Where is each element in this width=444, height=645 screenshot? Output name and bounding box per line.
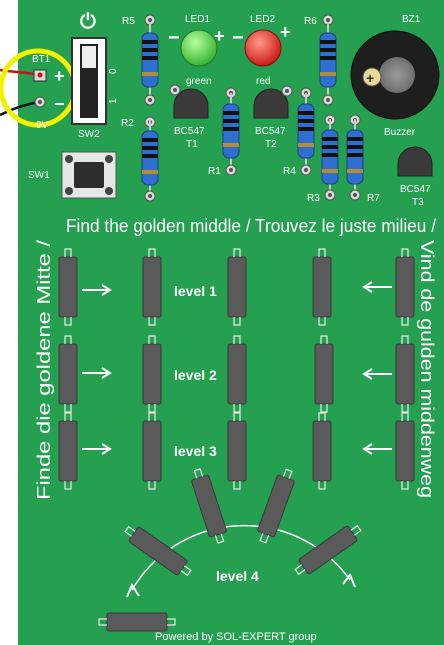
level1-bar-5 xyxy=(395,248,415,326)
r4-pad-bottom xyxy=(300,164,312,176)
footer-credit: Powered by SOL-EXPERT group xyxy=(155,631,317,643)
t2-ref: T2 xyxy=(265,139,277,150)
r1-pad-bottom xyxy=(225,164,237,176)
level4-label: level 4 xyxy=(216,568,259,584)
level3-bar-4 xyxy=(312,412,332,490)
led2-color: red xyxy=(256,76,270,87)
level4-bar-1 xyxy=(98,612,176,632)
led2-plus: + xyxy=(280,22,291,42)
level2-arrow-right xyxy=(82,367,112,379)
r3-ref: R3 xyxy=(307,193,320,204)
level3-bar-3 xyxy=(227,412,247,490)
r5-ref: R5 xyxy=(122,16,135,27)
r5-pad-bottom xyxy=(144,94,156,106)
level2-bar-3 xyxy=(227,335,247,413)
level-4-arc: level 4 xyxy=(98,466,365,632)
r7-ref: R7 xyxy=(367,193,380,204)
t1-pad xyxy=(169,84,181,96)
battery-pad-minus xyxy=(34,96,46,108)
transistor-t3 xyxy=(397,146,433,177)
green-led xyxy=(180,29,218,67)
r6-pad-bottom xyxy=(322,94,334,106)
r7-pad-bottom xyxy=(349,189,361,201)
level4-arrow-left xyxy=(126,582,140,598)
level1-label: level 1 xyxy=(174,283,217,299)
power-switch[interactable] xyxy=(71,37,107,125)
battery-ref: BT1 xyxy=(32,54,51,65)
level1-bar-1 xyxy=(58,248,78,326)
buzzer-plus: + xyxy=(366,70,374,86)
level2-bar-4 xyxy=(314,335,334,413)
switch-off-label: 0 xyxy=(108,68,119,74)
battery-plus-sign: + xyxy=(54,66,65,86)
led2-minus: − xyxy=(232,27,244,49)
led2-ref: LED2 xyxy=(250,14,275,25)
led1-color: green xyxy=(186,76,212,87)
level1-bar-3 xyxy=(227,248,247,326)
switch-on-label: 1 xyxy=(108,98,119,104)
caption-right: Vind de gulden middenweg xyxy=(417,240,437,498)
led1-ref: LED1 xyxy=(185,14,210,25)
switch-ref: SW2 xyxy=(78,129,100,140)
led1-minus: − xyxy=(168,27,180,49)
power-icon: ⏻ xyxy=(80,11,96,33)
level3-bar-1 xyxy=(58,412,78,490)
level-1-row: level 1 xyxy=(58,248,415,326)
t2-type: BC547 xyxy=(255,126,286,137)
level3-label: level 3 xyxy=(174,443,217,459)
level1-arrow-left xyxy=(362,281,392,293)
buzzer-ref: BZ1 xyxy=(402,14,421,25)
level3-bar-5 xyxy=(395,412,415,490)
r6-ref: R6 xyxy=(304,16,317,27)
caption-top: Find the golden middle / Trouvez le just… xyxy=(66,216,436,236)
t3-type: BC547 xyxy=(400,184,431,195)
t1-ref: T1 xyxy=(186,139,198,150)
red-led xyxy=(244,29,282,67)
level-3-row: level 3 xyxy=(58,412,415,490)
caption-left: Finde die goldene Mitte / xyxy=(34,240,54,500)
level2-label: level 2 xyxy=(174,367,217,383)
level3-bar-2 xyxy=(142,412,162,490)
level3-arrow-right xyxy=(82,443,112,455)
level2-arrow-left xyxy=(362,368,392,380)
r3-pad-bottom xyxy=(324,189,336,201)
led1-plus: + xyxy=(214,26,225,46)
r2-pad-bottom xyxy=(144,190,156,202)
level1-arrow-right xyxy=(82,284,112,296)
r4-ref: R4 xyxy=(283,166,296,177)
r2-ref: R2 xyxy=(121,118,134,129)
level-2-row: level 2 xyxy=(58,335,415,413)
button-ref: SW1 xyxy=(28,170,50,181)
level1-bar-2 xyxy=(142,248,162,326)
level2-bar-2 xyxy=(142,335,162,413)
level4-arrow-right xyxy=(342,573,356,588)
level2-bar-5 xyxy=(395,335,415,413)
buzzer-name: Buzzer xyxy=(384,127,416,138)
level1-bar-4 xyxy=(312,248,332,326)
t3-ref: T3 xyxy=(412,197,424,208)
level3-arrow-left xyxy=(362,443,392,455)
level2-bar-1 xyxy=(58,335,78,413)
t2-pad xyxy=(281,85,293,97)
battery-minus-sign: − xyxy=(54,94,65,114)
battery-voltage: 9V xyxy=(36,120,49,131)
push-button[interactable] xyxy=(61,151,117,199)
t1-type: BC547 xyxy=(174,126,205,137)
r1-ref: R1 xyxy=(208,166,221,177)
